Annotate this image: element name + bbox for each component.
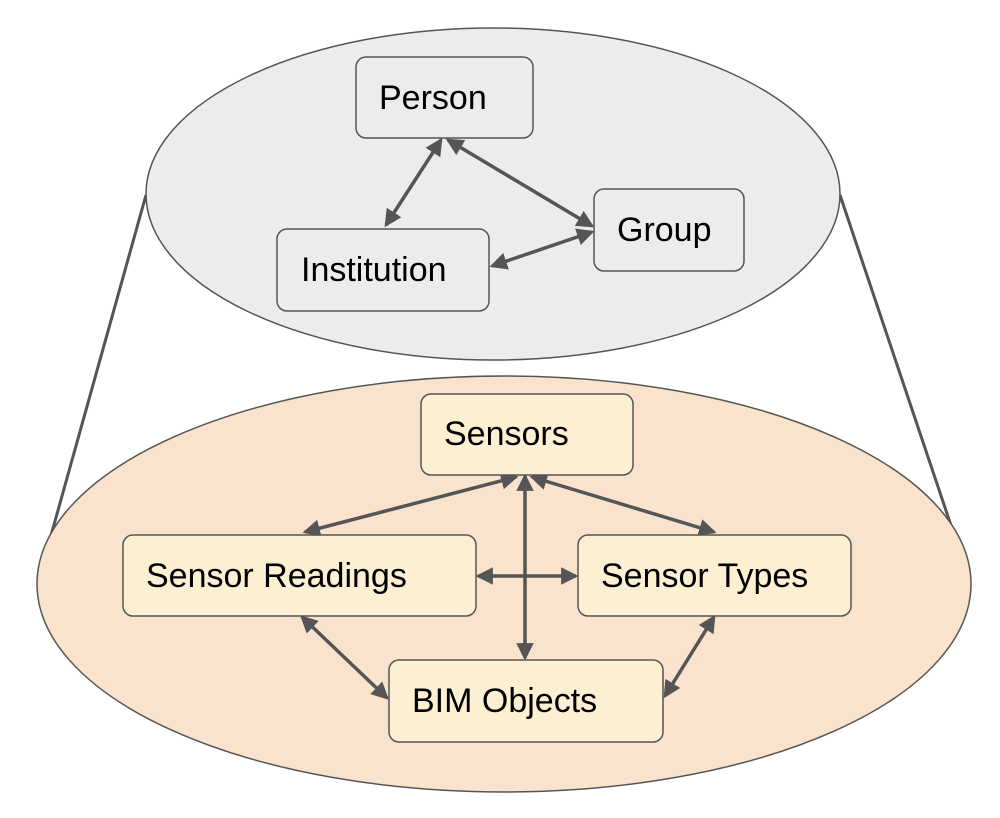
left-connector-line (36, 194, 148, 583)
node-bim-objects-box (388, 659, 664, 743)
link-institution-group (489, 228, 595, 270)
link-person-group (445, 138, 595, 228)
node-sensors-box (420, 393, 634, 476)
node-group: Group (593, 188, 745, 272)
right-connector-line (838, 194, 972, 583)
bottom-layer-links (300, 472, 717, 700)
node-sensor-types-box (577, 534, 852, 617)
node-sensor-readings: Sensor Readings (122, 534, 477, 617)
node-bim-objects: BIM Objects (388, 659, 664, 743)
node-sensor-types-label: Sensor Types (601, 557, 808, 595)
node-institution-box (276, 228, 490, 312)
link-sensors-sensor-readings (302, 472, 519, 537)
link-person-institution (384, 137, 443, 228)
node-sensors-label: Sensors (444, 415, 569, 453)
link-sensors-sensor-types (529, 472, 717, 537)
node-institution-label: Institution (301, 251, 447, 289)
node-institution: Institution (276, 228, 490, 312)
node-person-label: Person (379, 79, 487, 117)
node-group-label: Group (617, 211, 712, 249)
top-layer-links (384, 137, 595, 270)
node-bim-objects-label: BIM Objects (412, 682, 597, 720)
node-sensor-readings-box (122, 534, 477, 617)
node-sensor-readings-label: Sensor Readings (146, 557, 407, 595)
link-sensor-types-bim-objects (663, 614, 716, 699)
node-person: Person (355, 56, 534, 139)
node-sensor-types: Sensor Types (577, 534, 852, 617)
node-sensors: Sensors (420, 393, 634, 476)
node-group-box (593, 188, 745, 272)
link-sensor-readings-bim-objects (300, 615, 389, 700)
node-person-box (355, 56, 534, 139)
